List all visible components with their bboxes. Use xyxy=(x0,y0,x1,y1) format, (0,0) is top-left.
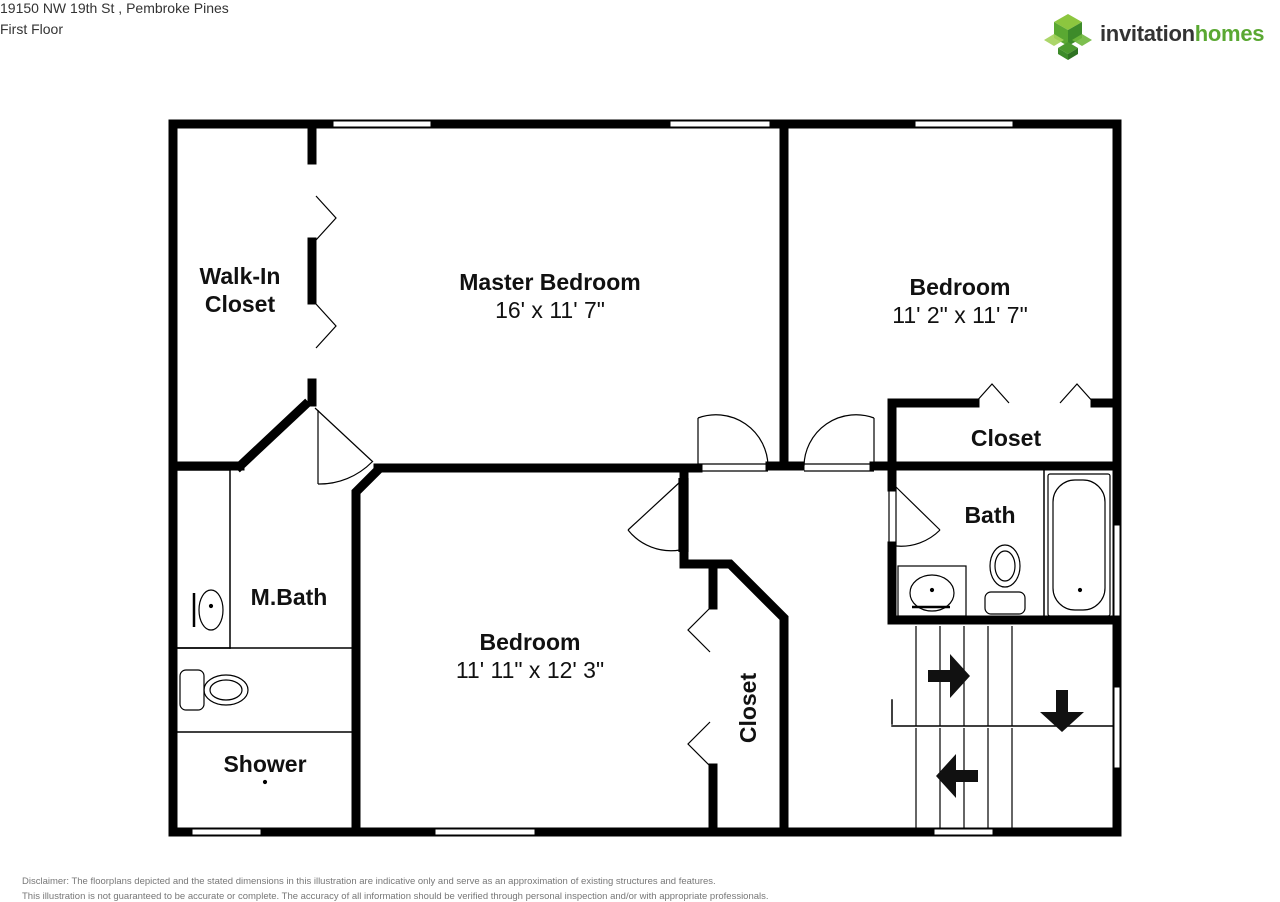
m-bath-toilet xyxy=(179,669,249,711)
stair-arrows xyxy=(928,654,1084,798)
bath-label: Bath xyxy=(940,501,1040,529)
bedroom-right-dims: 11' 2" x 11' 7" xyxy=(892,302,1028,328)
arrow-right-icon xyxy=(928,654,970,698)
stairs xyxy=(915,626,1013,828)
master-bedroom-dims: 16' x 11' 7" xyxy=(495,297,605,323)
windows-top xyxy=(192,121,1120,835)
m-bath-label: M.Bath xyxy=(234,583,344,611)
bedroom-right-label: Bedroom 11' 2" x 11' 7" xyxy=(860,273,1060,329)
master-bedroom-name: Master Bedroom xyxy=(459,269,641,295)
m-bath-name: M.Bath xyxy=(250,584,328,610)
disclaimer-line2: This illustration is not guaranteed to b… xyxy=(22,891,769,902)
brand-name-part2: homes xyxy=(1194,21,1265,46)
arrow-left-icon xyxy=(936,754,978,798)
bedroom-right-name: Bedroom xyxy=(909,274,1011,300)
walls xyxy=(168,119,1122,837)
bath-toilet xyxy=(984,544,1026,615)
bath-sink xyxy=(897,565,967,617)
green-cube-logo-icon xyxy=(1044,14,1092,60)
bedroom-center-name: Bedroom xyxy=(479,629,581,655)
outer-wall xyxy=(168,119,1122,837)
m-bath-sink xyxy=(192,589,224,631)
walk-in-closet-label: Walk-In Closet xyxy=(180,262,300,318)
master-bedroom-label: Master Bedroom 16' x 11' 7" xyxy=(430,268,670,324)
fixtures xyxy=(179,473,1111,785)
thin-lines xyxy=(176,469,1114,733)
interior-walls xyxy=(172,123,1118,833)
arrow-down-icon xyxy=(1040,690,1084,732)
closet-right-name: Closet xyxy=(970,425,1042,451)
brand-logo: invitationhomes xyxy=(1042,12,1280,62)
closet-center-name: Closet xyxy=(735,672,761,744)
window-frames xyxy=(194,120,1121,836)
brand-wordmark: invitationhomes xyxy=(1100,21,1265,47)
closet-right-label: Closet xyxy=(946,424,1066,452)
walk-in-closet-name-line2: Closet xyxy=(204,291,276,317)
property-address: 19150 NW 19th St , Pembroke Pines xyxy=(0,0,229,16)
bathtub-inner xyxy=(1052,479,1106,611)
doors xyxy=(314,195,1095,767)
floor-label: First Floor xyxy=(0,21,63,37)
bath-name: Bath xyxy=(964,502,1016,528)
bedroom-center-dims: 11' 11" x 12' 3" xyxy=(455,657,605,683)
shower-label: Shower xyxy=(205,750,325,778)
walk-in-closet-name-line1: Walk-In xyxy=(199,263,281,289)
bathtub xyxy=(1047,473,1111,617)
brand-name-part1: invitation xyxy=(1100,21,1195,46)
bedroom-center-label: Bedroom 11' 11" x 12' 3" xyxy=(430,628,630,684)
shower-name: Shower xyxy=(223,751,307,777)
disclaimer-line1: Disclaimer: The floorplans depicted and … xyxy=(22,876,716,887)
closet-center-label: Closet xyxy=(734,648,762,768)
